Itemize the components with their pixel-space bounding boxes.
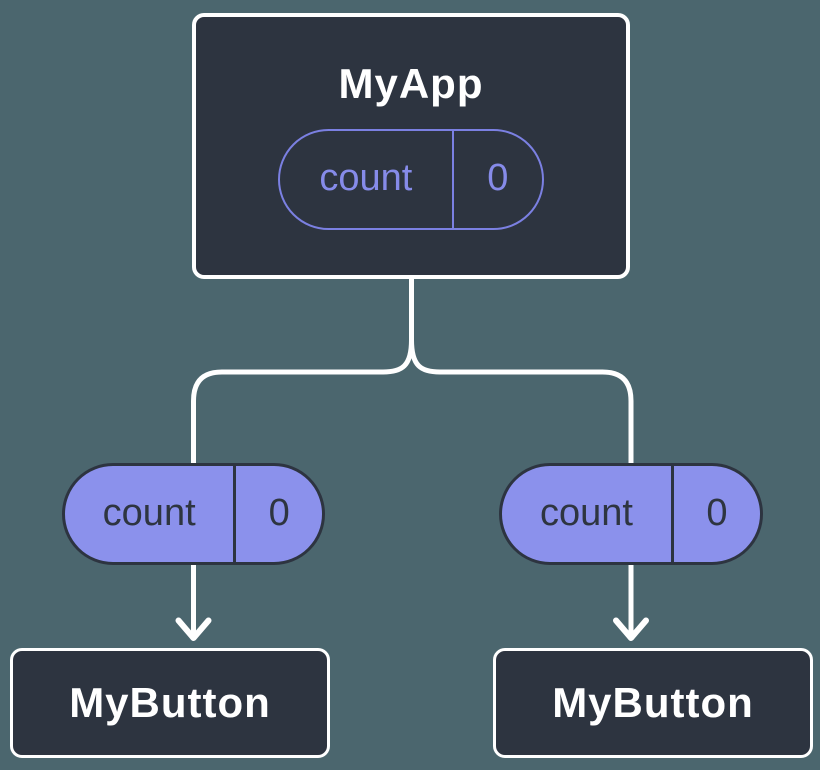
child-node-title-right: MyButton — [552, 678, 754, 726]
fork-left-line — [191, 337, 414, 469]
child-prop-name-right: count — [502, 466, 674, 562]
child-node-mybutton-left: MyButton — [10, 648, 330, 758]
root-prop-pill: count 0 — [278, 129, 544, 231]
child-prop-name-left: count — [65, 466, 237, 562]
child-node-mybutton-right: MyButton — [493, 648, 813, 758]
fork-right-line — [409, 337, 634, 469]
root-prop-value: 0 — [487, 157, 509, 200]
root-node-myapp: MyApp count 0 — [192, 13, 630, 279]
root-node-title: MyApp — [338, 60, 484, 107]
left-arrowhead-icon — [175, 617, 212, 641]
root-prop-name: count — [280, 131, 454, 229]
child-prop-pill-left: count 0 — [62, 463, 325, 565]
child-prop-value-right: 0 — [706, 491, 728, 534]
right-arrowhead-icon — [613, 617, 649, 641]
child-prop-pill-right: count 0 — [499, 463, 763, 565]
child-prop-value-left: 0 — [268, 491, 290, 534]
child-node-title-left: MyButton — [69, 678, 271, 726]
